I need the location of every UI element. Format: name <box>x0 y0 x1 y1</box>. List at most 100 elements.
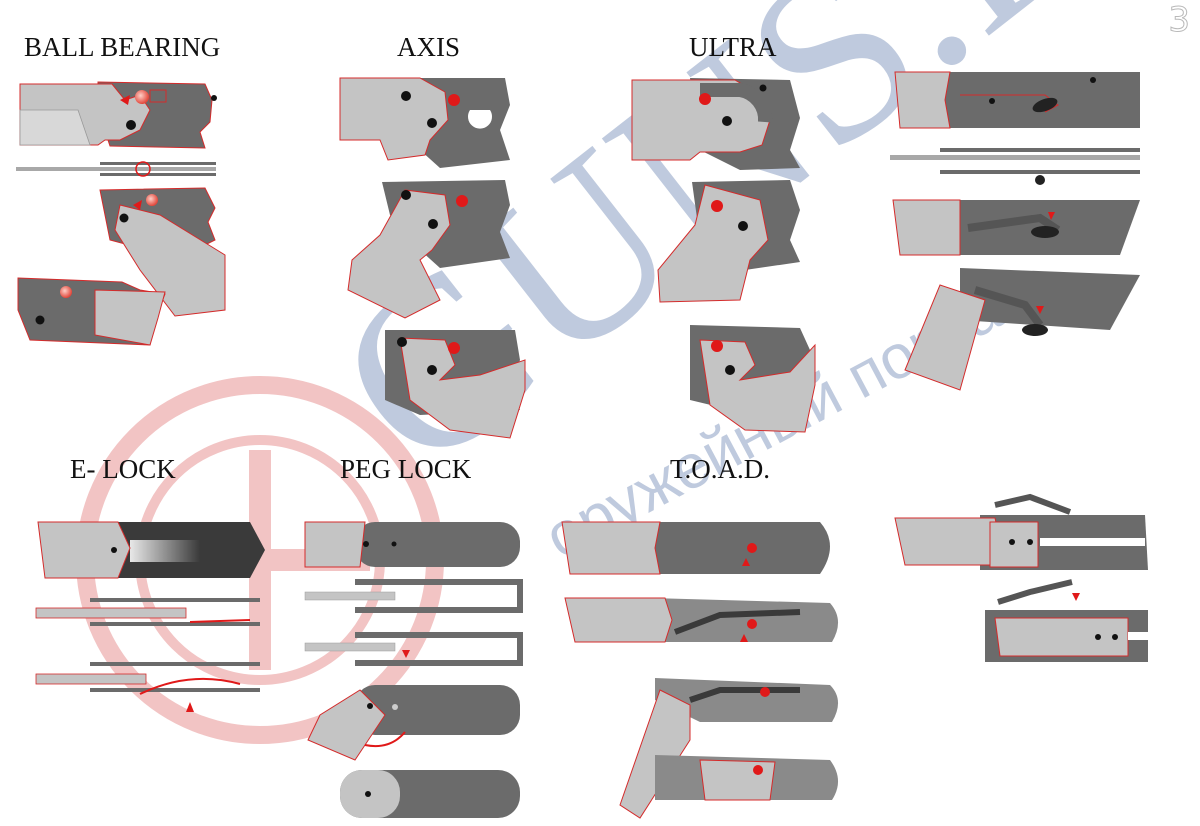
lever-bar-side-view <box>890 148 1140 185</box>
ball-bearing-closing <box>99 187 226 317</box>
toad-lock-ball <box>760 687 770 697</box>
blade-shape <box>994 617 1129 657</box>
lever-bar-stage-1 <box>894 71 1140 129</box>
handle-shape <box>355 522 520 567</box>
title-ball-bearing: BALL BEARING <box>24 32 220 62</box>
title-e-lock: E- LOCK <box>70 454 176 484</box>
blade-shape <box>307 689 386 761</box>
ball-bearing-open <box>19 81 217 149</box>
handle-shape <box>650 522 830 574</box>
ultra-lock-pin <box>699 93 711 105</box>
toad-lock-ball <box>747 543 757 553</box>
indicator-arrow <box>1072 593 1080 601</box>
ball-bearing-panel <box>16 81 226 346</box>
axis-stage-2 <box>347 180 510 319</box>
e-lock-spring <box>139 677 241 695</box>
pin <box>211 95 217 101</box>
axis-stage-3 <box>385 330 526 439</box>
ultra-stage-3 <box>690 325 816 433</box>
toad-panel <box>561 521 839 819</box>
rocker-lock-panel <box>894 493 1148 662</box>
rocker-lever <box>994 493 1072 515</box>
blade-shape <box>339 77 449 161</box>
peg-lock-panel <box>304 521 523 818</box>
pin <box>1112 634 1118 640</box>
indicator-arrow <box>740 634 748 642</box>
blade-edge <box>19 109 91 146</box>
pivot-pin <box>367 703 373 709</box>
pivot-pin <box>119 213 129 223</box>
e-lock-side-c <box>90 622 260 626</box>
axis-stage-1 <box>339 77 510 168</box>
toad-lock-ball <box>753 765 763 775</box>
stop-pin <box>401 190 411 200</box>
title-ultra: ULTRA <box>689 32 777 62</box>
stop-pin <box>759 84 767 92</box>
lever <box>973 286 1044 328</box>
ball-bearing-closed <box>17 277 166 346</box>
liner <box>890 155 1140 160</box>
indicator-arrow <box>186 702 194 712</box>
blade-shape <box>561 521 661 575</box>
pivot-pin <box>35 315 45 325</box>
rocker-lever <box>997 579 1073 605</box>
indicator-arrow <box>1048 212 1055 220</box>
pivot-pin <box>725 365 735 375</box>
lever-bar-stage-3 <box>904 268 1140 391</box>
blade-shape <box>399 337 526 439</box>
peg <box>391 541 397 547</box>
liner <box>100 173 216 176</box>
bearing-ball <box>135 90 149 104</box>
toad-lock-bar <box>689 687 800 703</box>
blade-side <box>304 642 396 652</box>
blade-shape <box>114 204 226 317</box>
lever-bar-panel <box>890 71 1140 391</box>
lever <box>967 213 1061 234</box>
handle-shape <box>355 685 520 735</box>
title-axis: AXIS <box>397 32 460 62</box>
title-toad: T.O.A.D. <box>670 454 770 484</box>
title-peg-lock: PEG LOCK <box>340 454 472 484</box>
liner <box>940 170 1140 174</box>
pin <box>1009 539 1015 545</box>
e-lock-side-d <box>90 662 260 666</box>
page-number: 3 <box>1168 0 1191 41</box>
spring <box>149 89 167 103</box>
e-lock-panel <box>35 521 265 712</box>
peg <box>392 704 398 710</box>
lock-bar <box>700 83 773 123</box>
handle-shape <box>650 598 839 642</box>
lever-button <box>1022 324 1048 336</box>
toad-lock-ball <box>747 619 757 629</box>
pivot-pin <box>738 221 748 231</box>
pin <box>1027 539 1033 545</box>
blade-shape <box>347 189 451 319</box>
bearing-ball <box>135 161 151 177</box>
blade-shape <box>657 184 769 303</box>
rotation-arrow <box>364 731 406 748</box>
lever-bar-stage-2 <box>892 199 1140 256</box>
pivot-pin <box>111 547 117 553</box>
axis-panel <box>339 77 526 439</box>
e-lock-side-f <box>90 688 260 692</box>
blade-shape <box>894 517 1001 566</box>
stop-pin <box>397 337 407 347</box>
blade-side <box>304 591 396 601</box>
e-lock-side-b <box>35 607 187 619</box>
ultra-lock-pin <box>711 340 723 352</box>
ultra-stage-2 <box>657 180 800 303</box>
handle-shape <box>960 268 1140 330</box>
liner <box>16 167 216 171</box>
pivot-pin <box>365 791 371 797</box>
ultra-panel <box>631 78 816 433</box>
pivot-pin <box>427 118 437 128</box>
indicator-arrow <box>120 95 130 105</box>
blade-shape <box>37 521 131 579</box>
blade-shape <box>699 339 816 433</box>
peg-lock-side-1 <box>355 579 523 613</box>
toad-lock-bar <box>673 609 801 635</box>
e-lock-bar <box>130 540 200 562</box>
pivot-pin <box>427 365 437 375</box>
handle-shape <box>940 72 1140 128</box>
pin <box>989 98 995 104</box>
